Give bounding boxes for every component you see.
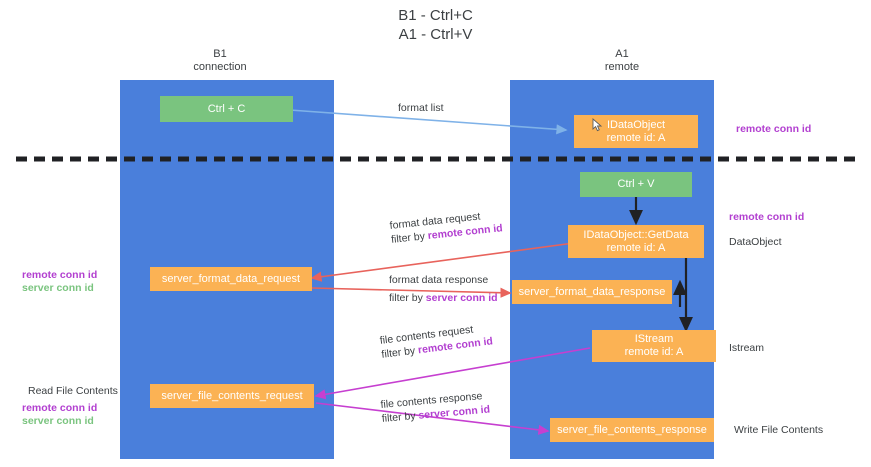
edge-label-format-data-response-line2: filter by server conn id xyxy=(389,291,498,305)
edge-label-format-data-request: format data request filter by remote con… xyxy=(389,207,503,247)
node-ctrl-c[interactable]: Ctrl + C xyxy=(160,96,293,122)
annotation-write-file-contents: Write File Contents xyxy=(734,424,824,436)
annotation-remote-conn-id-top: remote conn id xyxy=(736,123,812,135)
node-istream[interactable]: IStream remote id: A xyxy=(592,330,716,362)
node-server-format-data-response[interactable]: server_format_data_response xyxy=(512,280,672,304)
edge-label-file-contents-request: file contents request filter by remote c… xyxy=(379,320,494,361)
annotation-left-remote-conn-id-2: remote conn id xyxy=(22,402,98,414)
mouse-cursor-icon xyxy=(592,118,603,132)
annotation-left-server-conn-id: server conn id xyxy=(22,282,94,294)
filter-by-prefix: filter by xyxy=(380,344,419,361)
edge-label-file-contents-response: file contents response filter by server … xyxy=(380,389,491,426)
node-ctrl-v[interactable]: Ctrl + V xyxy=(580,172,692,197)
edge-label-format-list-line1: format list xyxy=(398,102,444,114)
annotation-left-server-conn-id-2: server conn id xyxy=(22,415,94,427)
diagram-title: B1 - Ctrl+C A1 - Ctrl+V xyxy=(398,7,473,43)
node-idataobject-getdata[interactable]: IDataObject::GetData remote id: A xyxy=(568,225,704,258)
lane-header-a1: A1 remote xyxy=(604,48,640,73)
lane-a1-rightmask xyxy=(714,80,871,459)
node-server-file-contents-request[interactable]: server_file_contents_request xyxy=(150,384,314,408)
annotation-remote-conn-id-mid: remote conn id xyxy=(729,211,805,223)
edge-label-format-data-response: format data response filter by server co… xyxy=(389,273,498,305)
annotation-istream: Istream xyxy=(729,342,765,354)
accent-server-conn-id: server conn id xyxy=(425,292,498,304)
node-server-file-contents-response[interactable]: server_file_contents_response xyxy=(550,418,714,442)
annotation-left-remote-conn-id: remote conn id xyxy=(22,269,98,281)
edge-label-format-data-response-line1: format data response xyxy=(389,274,489,286)
annotation-dataobject: DataObject xyxy=(729,236,782,248)
filter-by-prefix: filter by xyxy=(389,292,426,304)
node-server-format-data-request[interactable]: server_format_data_request xyxy=(150,267,312,291)
filter-by-prefix: filter by xyxy=(381,409,419,425)
annotation-read-file-contents: Read File Contents xyxy=(28,385,118,397)
lane-header-b1: B1 connection xyxy=(193,48,247,73)
edge-label-format-list: format list xyxy=(398,101,444,115)
filter-by-prefix: filter by xyxy=(390,230,429,246)
